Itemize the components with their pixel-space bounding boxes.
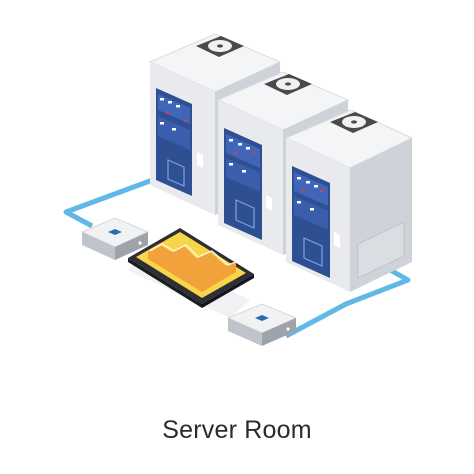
server-rack-3 (284, 109, 414, 292)
fan-icon (196, 36, 244, 57)
tablet-device (128, 228, 254, 318)
router-device (226, 303, 298, 346)
fan-icon (330, 112, 378, 133)
fan-icon (264, 74, 312, 95)
caption-title: Server Room (162, 416, 312, 444)
router-device (80, 217, 150, 260)
